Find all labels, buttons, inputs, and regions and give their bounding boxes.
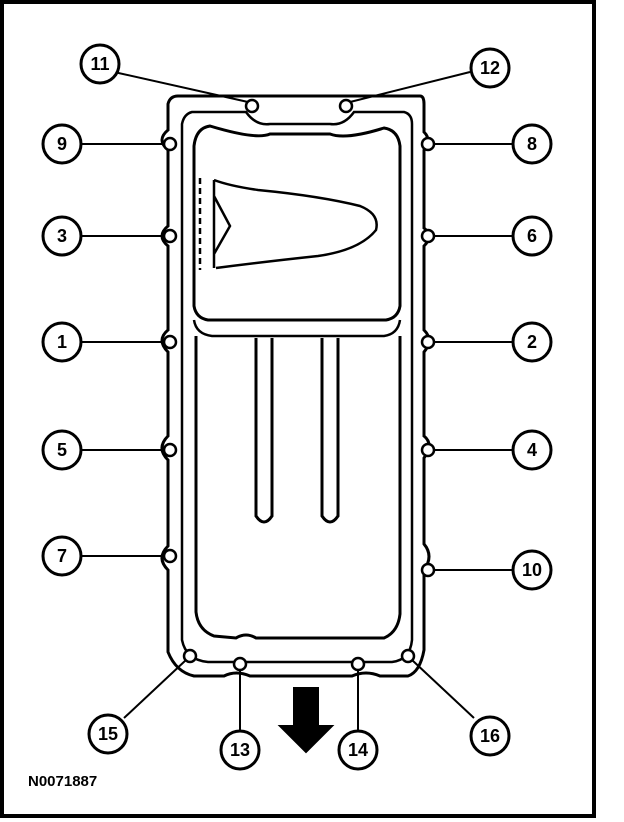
leader-lines — [82, 71, 512, 730]
leader-line-12 — [349, 71, 471, 103]
svg-text:14: 14 — [348, 740, 368, 760]
svg-text:15: 15 — [98, 724, 118, 744]
svg-text:8: 8 — [527, 134, 537, 154]
bolt-hole-3 — [162, 228, 178, 244]
bolt-hole-8 — [420, 136, 436, 152]
leader-line-15 — [123, 659, 187, 719]
callout-9: 9 — [41, 123, 83, 165]
callout-5: 5 — [41, 429, 83, 471]
callout-2: 2 — [511, 321, 553, 363]
callout-3: 3 — [41, 215, 83, 257]
svg-text:16: 16 — [480, 726, 500, 746]
svg-text:12: 12 — [480, 58, 500, 78]
svg-text:10: 10 — [522, 560, 542, 580]
callouts: 11 12 9 8 3 6 1 2 5 4 7 10 15 13 14 16 — [41, 43, 553, 771]
callout-15: 15 — [87, 713, 129, 755]
bolt-hole-1 — [162, 334, 178, 350]
svg-text:6: 6 — [527, 226, 537, 246]
svg-text:2: 2 — [527, 332, 537, 352]
leader-line-11 — [113, 71, 249, 103]
callout-12: 12 — [469, 47, 511, 89]
callout-14: 14 — [337, 729, 379, 771]
svg-text:7: 7 — [57, 546, 67, 566]
callout-1: 1 — [41, 321, 83, 363]
svg-text:11: 11 — [90, 54, 109, 74]
bolt-hole-11 — [244, 98, 260, 114]
bolt-hole-16 — [400, 648, 416, 664]
oil-pickup-throat — [212, 180, 232, 268]
callout-7: 7 — [41, 535, 83, 577]
bolt-hole-13 — [232, 656, 248, 672]
svg-text:4: 4 — [527, 440, 537, 460]
pan-flange-inner — [180, 110, 414, 664]
bolt-hole-2 — [420, 334, 436, 350]
figure-frame — [0, 0, 596, 818]
svg-text:5: 5 — [57, 440, 67, 460]
figure-id: N0071887 — [28, 773, 97, 790]
pan-lower-body — [194, 336, 402, 640]
svg-text:9: 9 — [57, 134, 67, 154]
callout-13: 13 — [219, 729, 261, 771]
bolt-hole-4 — [420, 442, 436, 458]
pan-floor-edge — [192, 319, 402, 338]
callout-6: 6 — [511, 215, 553, 257]
bolt-hole-10 — [420, 562, 436, 578]
callout-4: 4 — [511, 429, 553, 471]
sump-well-outline — [192, 124, 402, 322]
bolt-hole-15 — [182, 648, 198, 664]
bolt-hole-6 — [420, 228, 436, 244]
bolt-hole-7 — [162, 548, 178, 564]
callout-10: 10 — [511, 549, 553, 591]
pan-rib-right — [320, 338, 340, 524]
bolt-holes — [162, 98, 436, 672]
leader-line-16 — [411, 659, 475, 719]
svg-text:1: 1 — [57, 332, 67, 352]
oil-pickup-baffle — [213, 178, 378, 270]
bolt-hole-14 — [350, 656, 366, 672]
pan-flange-outer — [160, 94, 431, 678]
arrow-down-icon — [277, 687, 335, 754]
pan-rib-left — [254, 338, 274, 524]
bolt-hole-5 — [162, 442, 178, 458]
bolt-hole-12 — [338, 98, 354, 114]
callout-16: 16 — [469, 715, 511, 757]
callout-11: 11 — [79, 43, 121, 85]
bolt-hole-9 — [162, 136, 178, 152]
callout-8: 8 — [511, 123, 553, 165]
svg-text:13: 13 — [230, 740, 250, 760]
svg-text:3: 3 — [57, 226, 67, 246]
